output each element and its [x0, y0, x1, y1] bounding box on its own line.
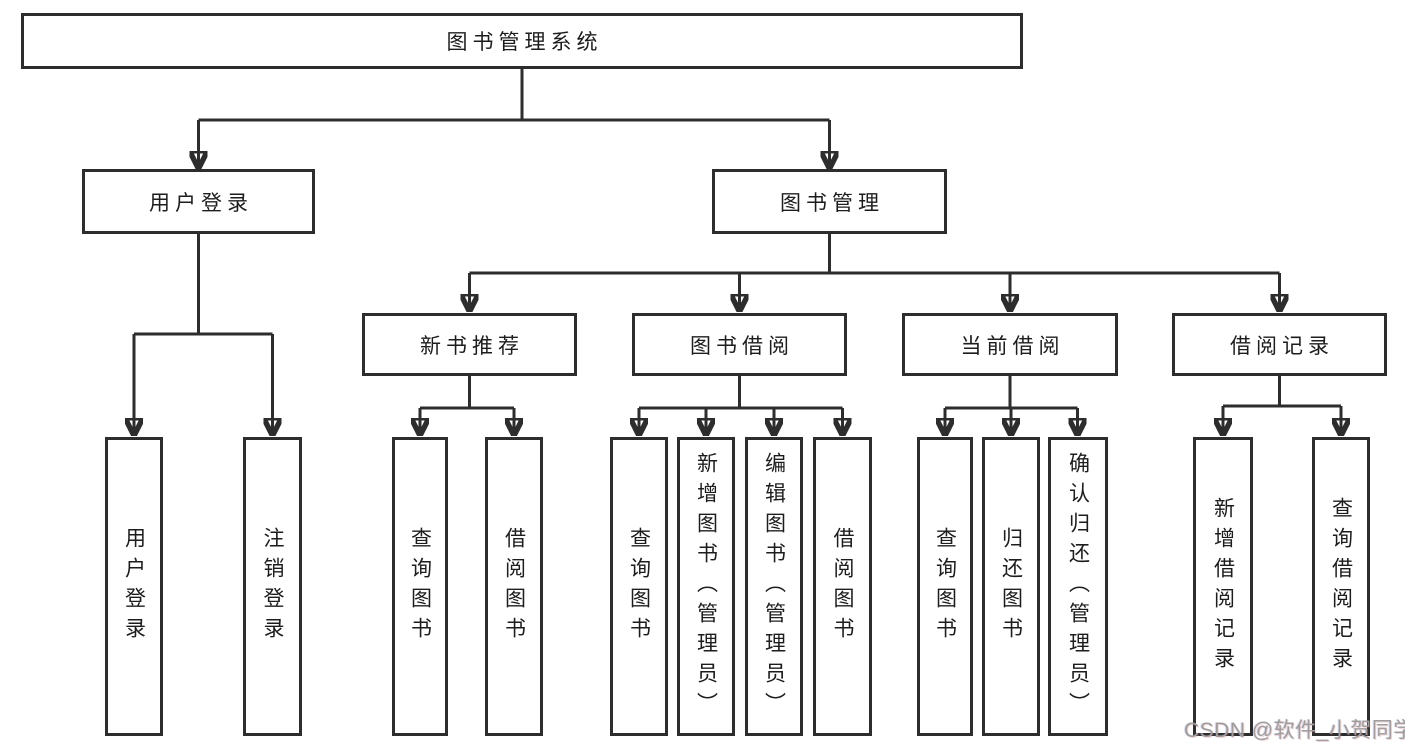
node-label: 查询图书: [933, 526, 957, 647]
leaf-newbooks-query-books: 查询图书: [392, 437, 448, 736]
leaf-borrowing-borrow-books: 借阅图书: [813, 437, 872, 736]
node-label: 当前借阅: [960, 334, 1065, 358]
leaf-logout-login: 注销登录: [243, 437, 302, 736]
leaf-current-return-books: 归还图书: [982, 437, 1040, 736]
leaf-records-query-record: 查询借阅记录: [1312, 437, 1370, 736]
node-label: 借阅图书: [831, 526, 854, 647]
node-book-management: 图书管理: [712, 169, 947, 234]
node-label: 图书管理: [780, 191, 884, 215]
csdn-watermark: CSDN @软件_小贺同学: [1184, 719, 1405, 742]
node-label: 用户登录: [122, 526, 146, 647]
node-user-login: 用户登录: [82, 169, 315, 234]
node-borrowing-records: 借阅记录: [1172, 313, 1387, 376]
node-label: 新书推荐: [420, 334, 524, 358]
leaf-borrowing-query-books: 查询图书: [610, 437, 668, 736]
node-book-borrowing: 图书借阅: [632, 313, 847, 376]
connector-bars: [134, 69, 1341, 410]
leaf-user-login: 用户登录: [105, 437, 163, 736]
node-library-system: 图书管理系统: [21, 13, 1023, 69]
node-label: 新增图书（管理员）: [694, 451, 718, 722]
leaf-newbooks-borrow-books: 借阅图书: [485, 437, 543, 736]
node-label: 编辑图书（管理员）: [762, 451, 786, 722]
leaf-borrowing-add-books-admin: 新增图书（管理员）: [677, 437, 735, 736]
leaf-borrowing-edit-books-admin: 编辑图书（管理员）: [745, 437, 803, 736]
node-new-book-recommendation: 新书推荐: [362, 313, 577, 376]
node-label: 图书管理系统: [446, 31, 603, 54]
node-label: 确认归还（管理员）: [1066, 451, 1090, 722]
node-current-borrowing: 当前借阅: [902, 313, 1118, 376]
node-label: 借阅图书: [502, 526, 526, 647]
node-label: 图书借阅: [690, 334, 794, 358]
leaf-current-confirm-return-admin: 确认归还（管理员）: [1048, 437, 1108, 736]
node-label: 新增借阅记录: [1211, 496, 1235, 677]
node-label: 注销登录: [261, 526, 284, 647]
leaf-records-add-record: 新增借阅记录: [1193, 437, 1253, 736]
node-label: 查询借阅记录: [1329, 496, 1353, 677]
node-label: 归还图书: [999, 526, 1023, 647]
leaf-current-query-books: 查询图书: [917, 437, 973, 736]
node-label: 查询图书: [408, 526, 432, 647]
node-label: 借阅记录: [1230, 334, 1334, 358]
node-label: 查询图书: [627, 526, 651, 647]
node-label: 用户登录: [149, 191, 253, 215]
